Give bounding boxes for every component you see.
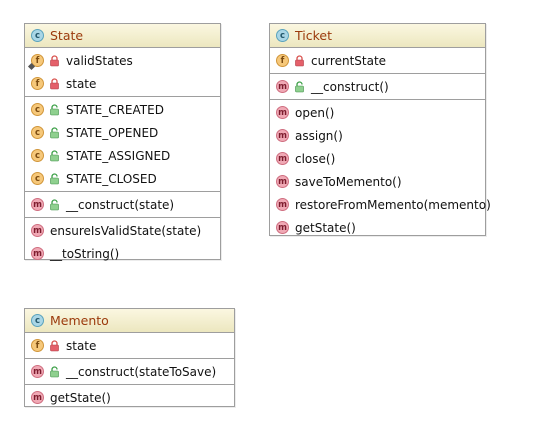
constant-name: STATE_OPENED xyxy=(66,125,159,140)
method-icon: m xyxy=(31,247,44,260)
method-icon: m xyxy=(276,152,289,165)
method-name: open() xyxy=(295,105,335,120)
class-ticket-fields: f currentState xyxy=(270,48,485,73)
class-state-name: State xyxy=(50,28,84,43)
method-row[interactable]: m open() xyxy=(270,101,485,124)
constructor-row[interactable]: m __construct(stateToSave) xyxy=(25,360,234,383)
method-row[interactable]: m getState() xyxy=(25,386,234,409)
method-name: saveToMemento() xyxy=(295,174,402,189)
constant-icon: c xyxy=(31,126,44,139)
method-name: getState() xyxy=(295,220,356,235)
class-state-header[interactable]: c State xyxy=(25,24,220,48)
constant-icon: c xyxy=(31,149,44,162)
method-name: getState() xyxy=(50,390,111,405)
class-memento[interactable]: c Memento f state m __construct(stateToS… xyxy=(24,308,235,407)
class-ticket-methods: m open() m assign() m close() m saveToMe… xyxy=(270,99,491,240)
class-state-methods: m ensureIsValidState(state) m __toString… xyxy=(25,217,220,266)
method-icon: m xyxy=(276,175,289,188)
method-icon: m xyxy=(276,198,289,211)
method-row[interactable]: m close() xyxy=(270,147,485,170)
method-icon: m xyxy=(276,106,289,119)
unlock-icon xyxy=(49,150,60,162)
constant-row[interactable]: c STATE_CREATED xyxy=(25,98,220,121)
method-name: assign() xyxy=(295,128,343,143)
constant-icon: c xyxy=(31,103,44,116)
constructor-name: __construct(state) xyxy=(66,197,175,212)
class-ticket[interactable]: c Ticket f currentState m __construct() … xyxy=(269,23,491,236)
method-icon: m xyxy=(276,221,289,234)
constant-row[interactable]: c STATE_OPENED xyxy=(25,121,220,144)
method-name: ensureIsValidState(state) xyxy=(50,223,202,238)
method-icon: m xyxy=(276,80,289,93)
class-memento-name: Memento xyxy=(50,313,109,328)
field-icon: f xyxy=(31,339,44,352)
class-ticket-name: Ticket xyxy=(295,28,332,43)
method-icon: m xyxy=(31,198,44,211)
constructor-row[interactable]: m __construct() xyxy=(270,75,485,98)
class-state-constants: c STATE_CREATED c STATE_OPENED c STATE_A… xyxy=(25,96,220,191)
method-name: restoreFromMemento(memento) xyxy=(295,197,491,212)
method-name: close() xyxy=(295,151,336,166)
field-name: currentState xyxy=(311,53,387,68)
class-memento-methods: m getState() xyxy=(25,384,234,410)
unlock-icon xyxy=(294,81,305,93)
field-icon: f xyxy=(27,54,44,71)
class-state-constructor: m __construct(state) xyxy=(25,191,220,217)
constant-name: STATE_CREATED xyxy=(66,102,164,117)
class-state-fields: f validStates f state xyxy=(25,48,220,96)
constant-name: STATE_CLOSED xyxy=(66,171,157,186)
method-row[interactable]: m __toString() xyxy=(25,242,220,265)
method-row[interactable]: m getState() xyxy=(270,216,485,239)
field-name: state xyxy=(66,338,97,353)
method-row[interactable]: m assign() xyxy=(270,124,485,147)
field-icon: f xyxy=(276,54,289,67)
field-row[interactable]: f currentState xyxy=(270,49,485,72)
field-icon: f xyxy=(31,77,44,90)
method-icon: m xyxy=(31,365,44,378)
class-icon: c xyxy=(31,314,44,327)
class-icon: c xyxy=(276,29,289,42)
class-state[interactable]: c State f validStates f state c STATE_CR… xyxy=(24,23,221,261)
class-memento-constructor: m __construct(stateToSave) xyxy=(25,358,234,384)
method-icon: m xyxy=(31,391,44,404)
constructor-name: __construct(stateToSave) xyxy=(66,364,217,379)
field-name: validStates xyxy=(66,53,133,68)
class-ticket-header[interactable]: c Ticket xyxy=(270,24,485,48)
constant-name: STATE_ASSIGNED xyxy=(66,148,171,163)
class-memento-header[interactable]: c Memento xyxy=(25,309,234,333)
field-row[interactable]: f state xyxy=(25,334,234,357)
method-icon: m xyxy=(31,224,44,237)
class-memento-fields: f state xyxy=(25,333,234,358)
constant-row[interactable]: c STATE_CLOSED xyxy=(25,167,220,190)
field-row[interactable]: f validStates xyxy=(25,49,220,72)
method-row[interactable]: m ensureIsValidState(state) xyxy=(25,219,220,242)
constant-row[interactable]: c STATE_ASSIGNED xyxy=(25,144,220,167)
method-row[interactable]: m saveToMemento() xyxy=(270,170,485,193)
unlock-icon xyxy=(49,366,60,378)
class-ticket-constructor: m __construct() xyxy=(270,73,485,99)
method-icon: m xyxy=(276,129,289,142)
class-icon: c xyxy=(31,29,44,42)
field-row[interactable]: f state xyxy=(25,72,220,95)
constructor-row[interactable]: m __construct(state) xyxy=(25,193,220,216)
lock-icon xyxy=(49,340,60,352)
unlock-icon xyxy=(49,127,60,139)
constant-icon: c xyxy=(31,172,44,185)
field-name: state xyxy=(66,76,97,91)
static-marker-icon xyxy=(27,62,36,71)
lock-icon xyxy=(49,78,60,90)
method-name: __toString() xyxy=(50,246,120,261)
lock-icon xyxy=(49,55,60,67)
unlock-icon xyxy=(49,173,60,185)
lock-icon xyxy=(294,55,305,67)
constructor-name: __construct() xyxy=(311,79,389,94)
unlock-icon xyxy=(49,199,60,211)
unlock-icon xyxy=(49,104,60,116)
method-row[interactable]: m restoreFromMemento(memento) xyxy=(270,193,491,216)
